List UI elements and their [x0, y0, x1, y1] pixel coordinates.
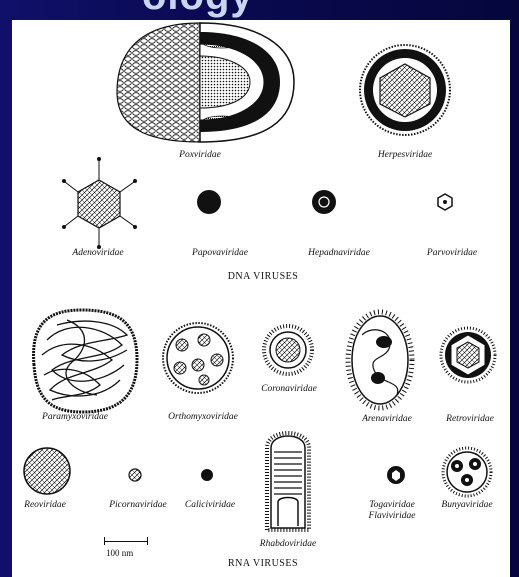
- label-retroviridae: Retroviridae: [446, 414, 494, 424]
- parvoviridae-illustration: [438, 194, 452, 210]
- orthomyxoviridae-illustration: [163, 323, 233, 393]
- label-rhabdoviridae: Rhabdoviridae: [260, 539, 316, 549]
- virus-diagram-panel: Poxviridae Herpesviridae Adenoviridae Pa…: [12, 20, 510, 577]
- reoviridae-illustration: [24, 448, 70, 494]
- adenoviridae-illustration: [62, 157, 137, 249]
- herpesviridae-illustration: [360, 45, 450, 135]
- section-label-dna: DNA VIRUSES: [228, 271, 299, 282]
- label-orthomyxoviridae: Orthomyxoviridae: [168, 412, 238, 422]
- coronaviridae-illustration: [264, 326, 312, 374]
- rhabdoviridae-illustration: [267, 433, 309, 530]
- label-poxviridae: Poxviridae: [179, 150, 221, 160]
- togaviridae-illustration: [387, 466, 405, 484]
- label-arenaviridae: Arenaviridae: [362, 414, 412, 424]
- label-togaviridae: Togaviridae: [369, 500, 415, 510]
- label-adenoviridae: Adenoviridae: [72, 248, 123, 258]
- label-parvoviridae: Parvoviridae: [427, 248, 477, 258]
- arenaviridae-illustration: [348, 312, 412, 408]
- scale-bar-label: 100 nm: [106, 548, 133, 558]
- label-herpesviridae: Herpesviridae: [378, 150, 432, 160]
- scale-bar: [104, 536, 148, 546]
- virus-diagram-art: [12, 20, 510, 577]
- label-papovaviridae: Papovaviridae: [192, 248, 248, 258]
- label-flaviviridae: Flaviviridae: [369, 511, 416, 521]
- section-label-rna: RNA VIRUSES: [228, 558, 298, 569]
- label-coronaviridae: Coronaviridae: [261, 384, 317, 394]
- label-picornaviridae: Picornaviridae: [109, 500, 167, 510]
- retroviridae-illustration: [441, 328, 495, 382]
- label-bunyaviridae: Bunyaviridae: [441, 500, 492, 510]
- label-caliciviridae: Caliciviridae: [185, 500, 235, 510]
- caliciviridae-illustration: [201, 469, 213, 481]
- hepadnaviridae-illustration: [312, 190, 336, 214]
- label-hepadnaviridae: Hepadnaviridae: [308, 248, 370, 258]
- bunyaviridae-illustration: [443, 448, 491, 496]
- slide-title-text: ology: [142, 0, 254, 19]
- papovaviridae-illustration: [197, 190, 221, 214]
- paramyxoviridae-illustration: [34, 310, 137, 412]
- label-paramyxoviridae: Paramyxoviridae: [42, 412, 108, 422]
- poxviridae-illustration: [117, 23, 294, 142]
- label-reoviridae: Reoviridae: [24, 500, 66, 510]
- picornaviridae-illustration: [129, 469, 141, 481]
- slide-title-fragment: ology: [0, 0, 519, 20]
